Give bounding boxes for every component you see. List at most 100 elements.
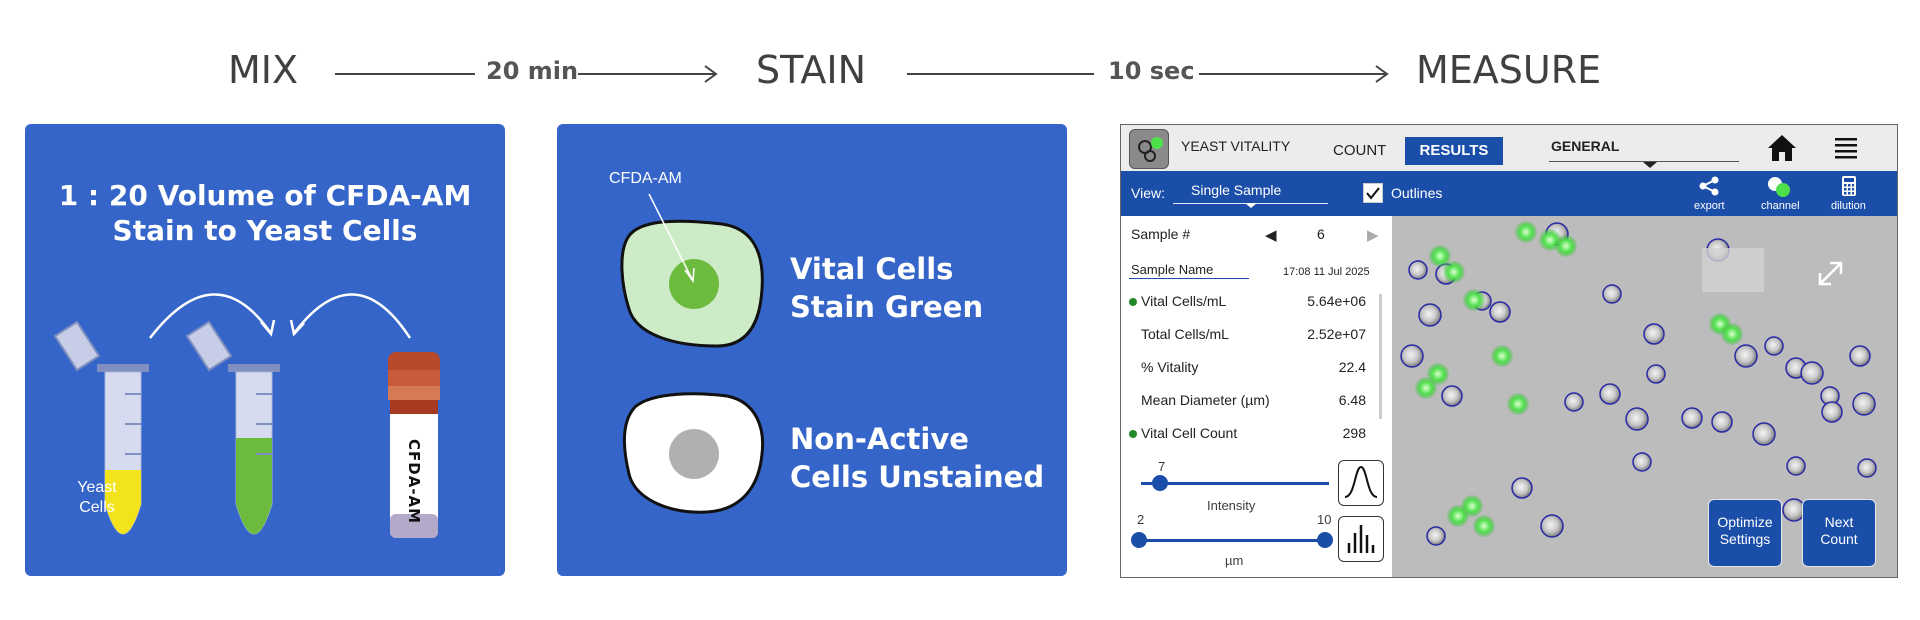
general-dropdown[interactable]: GENERAL (1551, 138, 1620, 154)
cfda-am-pointer-label: CFDA-AM (609, 170, 682, 187)
vital-cell-marker (1555, 235, 1577, 257)
menu-icon[interactable] (1833, 136, 1859, 160)
results-scrollbar[interactable] (1379, 294, 1382, 419)
intensity-slider-track[interactable] (1141, 482, 1329, 485)
vital-cell-marker (1461, 495, 1483, 517)
vital-text-line2: Stain Green (790, 290, 984, 324)
channel-icon[interactable] (1764, 175, 1794, 199)
result-value: 22.4 (1338, 359, 1366, 375)
vial-cfda-am-icon (388, 352, 440, 538)
step-stain: STAIN (756, 48, 867, 92)
unstained-cell-marker (1764, 336, 1784, 356)
step-mix: MIX (228, 48, 299, 92)
dilution-label[interactable]: dilution (1831, 200, 1866, 212)
sample-name-underline (1129, 278, 1249, 279)
result-label: Mean Diameter (µm) (1141, 392, 1270, 408)
optimize-label-1: Optimize (1717, 514, 1773, 530)
vital-cell-marker (1507, 393, 1529, 415)
app-view-bar: View: Single Sample Outlines export chan… (1121, 171, 1897, 216)
yeast-label-line2: Cells (79, 499, 115, 516)
unstained-cell-marker (1800, 361, 1824, 385)
arrow-mix-stain (335, 65, 718, 83)
unstained-cell-marker (1632, 452, 1652, 472)
tab-count[interactable]: COUNT (1333, 142, 1387, 159)
tube-yeast-icon (53, 320, 149, 535)
unstained-cell-marker (1625, 407, 1649, 431)
vital-cell-marker (1463, 289, 1485, 311)
app-title: YEAST VITALITY (1181, 138, 1291, 154)
outlines-checkbox[interactable] (1363, 183, 1383, 203)
mix-title: 1 : 20 Volume of CFDA-AM Stain to Yeast … (25, 178, 505, 248)
unstained-cell-marker (1857, 458, 1877, 478)
next-sample-icon[interactable]: ▶ (1367, 227, 1379, 244)
vital-indicator-icon (1129, 430, 1137, 438)
expand-icon[interactable] (1818, 261, 1843, 286)
calculator-icon[interactable] (1839, 175, 1859, 199)
transfer-arrow-1-icon (149, 293, 272, 339)
vital-cell-marker (1429, 245, 1451, 267)
view-select[interactable]: Single Sample (1191, 182, 1282, 198)
duration-10sec: 10 sec (1108, 57, 1195, 85)
unstained-cell-marker (1602, 284, 1622, 304)
intensity-slider-handle[interactable] (1152, 475, 1168, 491)
vital-cell-marker (1427, 363, 1449, 385)
view-label: View: (1131, 185, 1165, 201)
optimize-label-2: Settings (1719, 531, 1771, 547)
optimize-settings-button[interactable]: Optimize Settings (1708, 499, 1782, 567)
app-logo-icon[interactable] (1129, 129, 1169, 169)
unstained-cell-marker (1408, 260, 1428, 280)
cell-image-canvas (1392, 216, 1897, 577)
vital-cell-marker (1515, 221, 1537, 243)
unstained-cell-marker (1852, 392, 1876, 416)
nonactive-nucleus-icon (669, 429, 719, 479)
gaussian-icon[interactable] (1338, 460, 1384, 506)
share-icon[interactable] (1697, 175, 1721, 197)
tube-stained-icon (185, 320, 280, 535)
unstained-cell-marker (1786, 456, 1806, 476)
export-label[interactable]: export (1694, 200, 1725, 212)
check-icon (1366, 187, 1380, 200)
next-label-1: Next (1824, 514, 1854, 530)
sample-label: Sample # (1131, 226, 1191, 242)
microscopy-image[interactable]: Optimize Settings Next Count (1392, 216, 1897, 577)
result-value: 6.48 (1338, 392, 1366, 408)
sample-name-field[interactable]: Sample Name (1131, 262, 1214, 277)
roi-box[interactable] (1702, 248, 1764, 292)
mix-title-line2: Stain to Yeast Cells (112, 214, 418, 247)
pointer-line (648, 193, 693, 280)
mix-panel: 1 : 20 Volume of CFDA-AM Stain to Yeast … (25, 124, 505, 576)
result-label: % Vitality (1141, 359, 1199, 375)
unstained-cell-marker (1681, 407, 1703, 429)
next-count-button[interactable]: Next Count (1802, 499, 1876, 567)
unstained-cell-marker (1643, 323, 1665, 345)
outlines-label: Outlines (1391, 185, 1443, 201)
result-value: 2.52e+07 (1307, 326, 1366, 342)
size-slider-track[interactable] (1139, 539, 1327, 542)
size-unit-label: µm (1225, 553, 1244, 568)
vital-cell-marker (1721, 323, 1743, 345)
vial-label: CFDA-AM (405, 439, 423, 525)
transfer-arrow-2-icon (294, 293, 412, 339)
unstained-cell-marker (1821, 401, 1843, 423)
stain-panel: CFDA-AM Vital Cells Stain Green Non-Acti… (557, 124, 1067, 576)
channel-label[interactable]: channel (1761, 200, 1800, 212)
general-underline (1549, 161, 1739, 162)
size-slider-max-handle[interactable] (1317, 532, 1333, 548)
cell-markers (1400, 221, 1877, 546)
chevron-down-icon (1643, 162, 1657, 168)
histogram-icon[interactable] (1338, 516, 1384, 562)
prev-sample-icon[interactable]: ◀ (1265, 227, 1277, 244)
vital-cell-marker (1473, 515, 1495, 537)
measure-app-screen: YEAST VITALITY COUNT RESULTS GENERAL Vie… (1120, 124, 1898, 578)
nonactive-text: Non-Active Cells Unstained (790, 420, 1044, 496)
home-icon[interactable] (1766, 133, 1798, 163)
unstained-cell-marker (1441, 385, 1463, 407)
size-slider-min-handle[interactable] (1131, 532, 1147, 548)
result-label: Total Cells/mL (1141, 326, 1229, 342)
unstained-cell-marker (1599, 383, 1621, 405)
unstained-cell-marker (1400, 344, 1424, 368)
result-value: 298 (1342, 425, 1366, 441)
unstained-cell-marker (1511, 477, 1533, 499)
tab-results[interactable]: RESULTS (1405, 137, 1503, 165)
size-min: 2 (1137, 512, 1145, 527)
